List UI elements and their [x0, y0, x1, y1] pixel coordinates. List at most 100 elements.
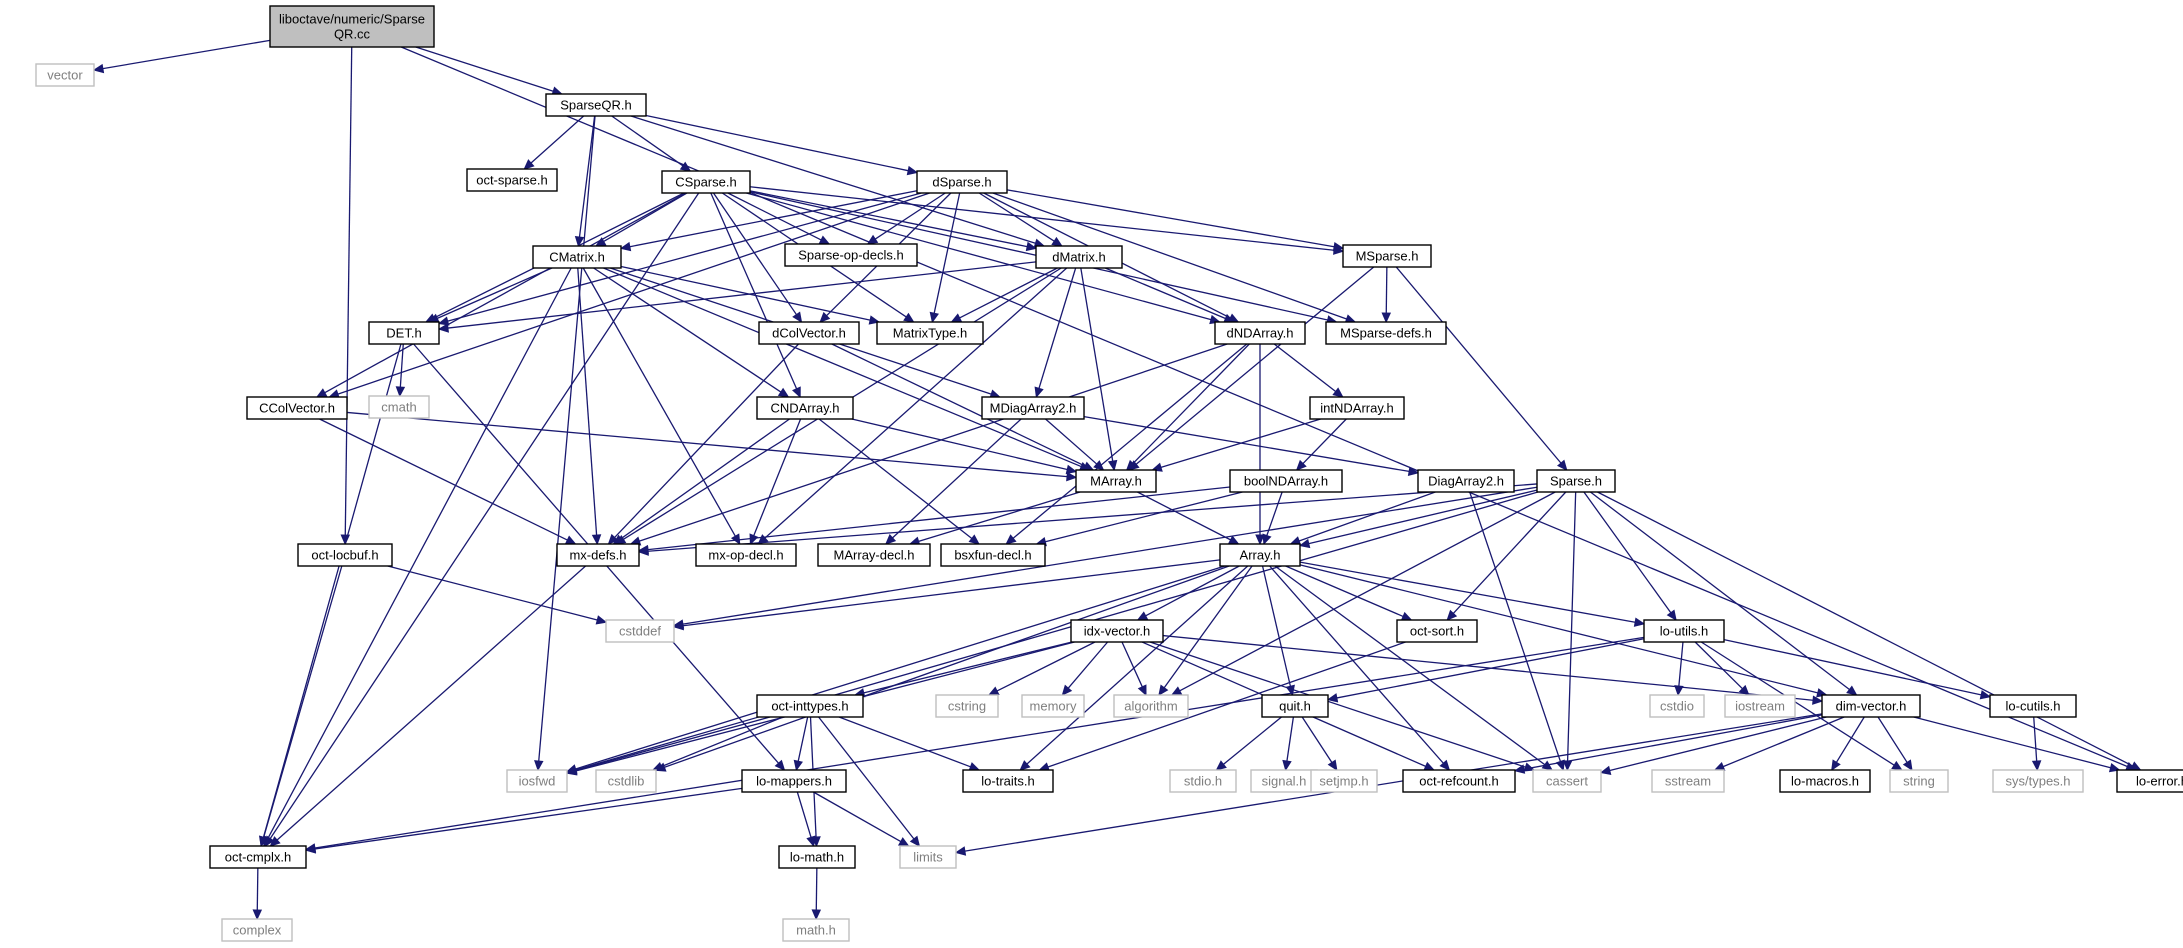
arrowhead-idxvector-to-memory: [1061, 684, 1073, 696]
node-box-DET: [368, 321, 440, 345]
node-dColVector[interactable]: dColVector.h: [758, 321, 860, 345]
node-octlocbuf[interactable]: oct-locbuf.h: [297, 543, 393, 567]
node-box-cstdio: [1649, 694, 1705, 718]
arrowhead-SparseQR-to-octsparse: [523, 159, 535, 170]
node-Sparse[interactable]: Sparse.h: [1536, 469, 1616, 493]
node-CSparse[interactable]: CSparse.h: [661, 170, 751, 194]
edge-DiagArray2-to-Array: [1298, 491, 1436, 542]
node-box-MSparse: [1342, 244, 1432, 268]
arrowhead-CSparse-to-MatrixType: [903, 312, 915, 323]
node-box-iostream: [1724, 694, 1796, 718]
arrowhead-lomappers-to-limits: [897, 837, 910, 847]
edge-CNDArray-to-MArray: [851, 418, 1068, 471]
arrowhead-root-to-vector: [92, 63, 105, 74]
node-dSparse[interactable]: dSparse.h: [916, 170, 1008, 194]
node-box-setjmp: [1310, 769, 1378, 793]
arrowhead-MSparse-to-MSparseDefs: [1381, 312, 1392, 324]
node-algorithm: algorithm: [1113, 694, 1189, 718]
node-loutils[interactable]: lo-utils.h: [1643, 619, 1725, 643]
node-octrefcount[interactable]: oct-refcount.h: [1402, 769, 1516, 793]
node-dNDArray[interactable]: dNDArray.h: [1214, 321, 1306, 345]
arrowhead-dSparse-to-MatrixType: [929, 311, 939, 324]
arrowhead-dSparse-to-DET: [437, 316, 450, 326]
node-loerror[interactable]: lo-error.h: [2116, 769, 2183, 793]
node-DiagArray2[interactable]: DiagArray2.h: [1417, 469, 1515, 493]
arrowhead-octlocbuf-to-cstddef: [595, 615, 608, 625]
node-intNDArray[interactable]: intNDArray.h: [1309, 396, 1405, 420]
node-CColVector[interactable]: CColVector.h: [246, 396, 348, 420]
edge-idxvector-to-dimvector: [1162, 634, 1814, 701]
arrowhead-dMatrix-to-DET: [437, 323, 449, 333]
node-MArray[interactable]: MArray.h: [1075, 469, 1157, 493]
node-octinttypes[interactable]: oct-inttypes.h: [756, 694, 864, 718]
node-label-DET: DET.h: [386, 326, 421, 341]
node-stdio: stdio.h: [1169, 769, 1237, 793]
node-boolNDArray[interactable]: boolNDArray.h: [1229, 469, 1343, 493]
edge-dimvector-to-octrefcount: [1523, 714, 1823, 770]
edge-Sparse-to-iosfwd: [575, 491, 1539, 771]
arrowhead-CSparse-to-CNDArray: [792, 386, 801, 399]
arrowhead-Sparse-to-loerror: [2129, 761, 2142, 771]
arrowhead-Array-to-algorithm: [1158, 684, 1169, 696]
edge-dSparse-to-SparseOpDecls: [874, 192, 946, 240]
node-quit[interactable]: quit.h: [1261, 694, 1329, 718]
edge-CMatrix-to-octcmplx: [267, 267, 572, 839]
node-label-string: string: [1903, 774, 1935, 789]
edge-MArray-to-MArrayDecl: [918, 491, 1081, 542]
node-lomappers[interactable]: lo-mappers.h: [741, 769, 847, 793]
edge-dNDArray-to-MArray: [1132, 343, 1250, 465]
node-CNDArray[interactable]: CNDArray.h: [756, 396, 854, 420]
arrowhead-MSparse-to-Sparse: [1556, 459, 1568, 471]
node-label-dNDArray: dNDArray.h: [1227, 326, 1294, 341]
node-dimvector[interactable]: dim-vector.h: [1821, 694, 1921, 718]
edge-CSparse-to-CMatrix: [603, 192, 688, 243]
node-setjmp: setjmp.h: [1310, 769, 1378, 793]
node-MDiagArray2[interactable]: MDiagArray2.h: [981, 396, 1085, 420]
node-SparseQR[interactable]: SparseQR.h: [545, 93, 647, 117]
node-SparseOpDecls[interactable]: Sparse-op-decls.h: [784, 243, 918, 267]
node-octsort[interactable]: oct-sort.h: [1396, 619, 1478, 643]
arrowhead-CSparse-to-dMatrix: [1025, 241, 1038, 252]
node-iosfwd: iosfwd: [506, 769, 568, 793]
arrowhead-MDiagArray2-to-MArray: [1093, 460, 1105, 471]
node-label-loerror: lo-error.h: [2136, 774, 2183, 789]
edge-dColVector-to-mxdefs: [614, 343, 800, 538]
node-label-CNDArray: CNDArray.h: [770, 401, 839, 416]
node-box-Array: [1219, 543, 1301, 567]
node-CMatrix[interactable]: CMatrix.h: [532, 245, 622, 269]
node-MatrixType[interactable]: MatrixType.h: [876, 321, 984, 345]
node-dMatrix[interactable]: dMatrix.h: [1035, 245, 1123, 269]
node-lomacros[interactable]: lo-macros.h: [1779, 769, 1871, 793]
edge-DiagArray2-to-cassert: [1469, 491, 1562, 762]
arrowhead-locutils-to-systypes: [2031, 760, 2042, 772]
node-MArrayDecl[interactable]: MArray-decl.h: [817, 543, 931, 567]
node-locutils[interactable]: lo-cutils.h: [1989, 694, 2077, 718]
node-bsxfunDecl[interactable]: bsxfun-decl.h: [940, 543, 1046, 567]
node-box-octsort: [1396, 619, 1478, 643]
node-lotraits[interactable]: lo-traits.h: [962, 769, 1054, 793]
node-box-vector: [35, 63, 95, 87]
node-octsparse[interactable]: oct-sparse.h: [466, 168, 558, 192]
edge-dimvector-to-cassert: [1609, 716, 1827, 772]
node-box-dMatrix: [1035, 245, 1123, 269]
arrowhead-octinttypes-to-limits: [909, 835, 921, 847]
node-MSparse[interactable]: MSparse.h: [1342, 244, 1432, 268]
node-octcmplx[interactable]: oct-cmplx.h: [209, 845, 307, 869]
edge-SparseQR-to-dMatrix: [630, 115, 1036, 244]
edge-root-to-vector: [102, 39, 271, 70]
edge-Array-to-iosfwd: [575, 565, 1226, 770]
node-mxopdecl[interactable]: mx-op-decl.h: [695, 543, 797, 567]
node-Array[interactable]: Array.h: [1219, 543, 1301, 567]
node-box-mxopdecl: [695, 543, 797, 567]
node-label-MArray: MArray.h: [1090, 474, 1142, 489]
node-label-mxopdecl: mx-op-decl.h: [708, 548, 783, 563]
node-box-loutils: [1643, 619, 1725, 643]
node-mxdefs[interactable]: mx-defs.h: [556, 543, 640, 567]
node-DET[interactable]: DET.h: [368, 321, 440, 345]
node-lomath[interactable]: lo-math.h: [778, 845, 856, 869]
node-idxvector[interactable]: idx-vector.h: [1070, 619, 1164, 643]
edge-dMatrix-to-DET: [447, 261, 1037, 329]
edge-Sparse-to-mxdefs: [647, 483, 1538, 552]
node-MSparseDefs[interactable]: MSparse-defs.h: [1325, 321, 1447, 345]
